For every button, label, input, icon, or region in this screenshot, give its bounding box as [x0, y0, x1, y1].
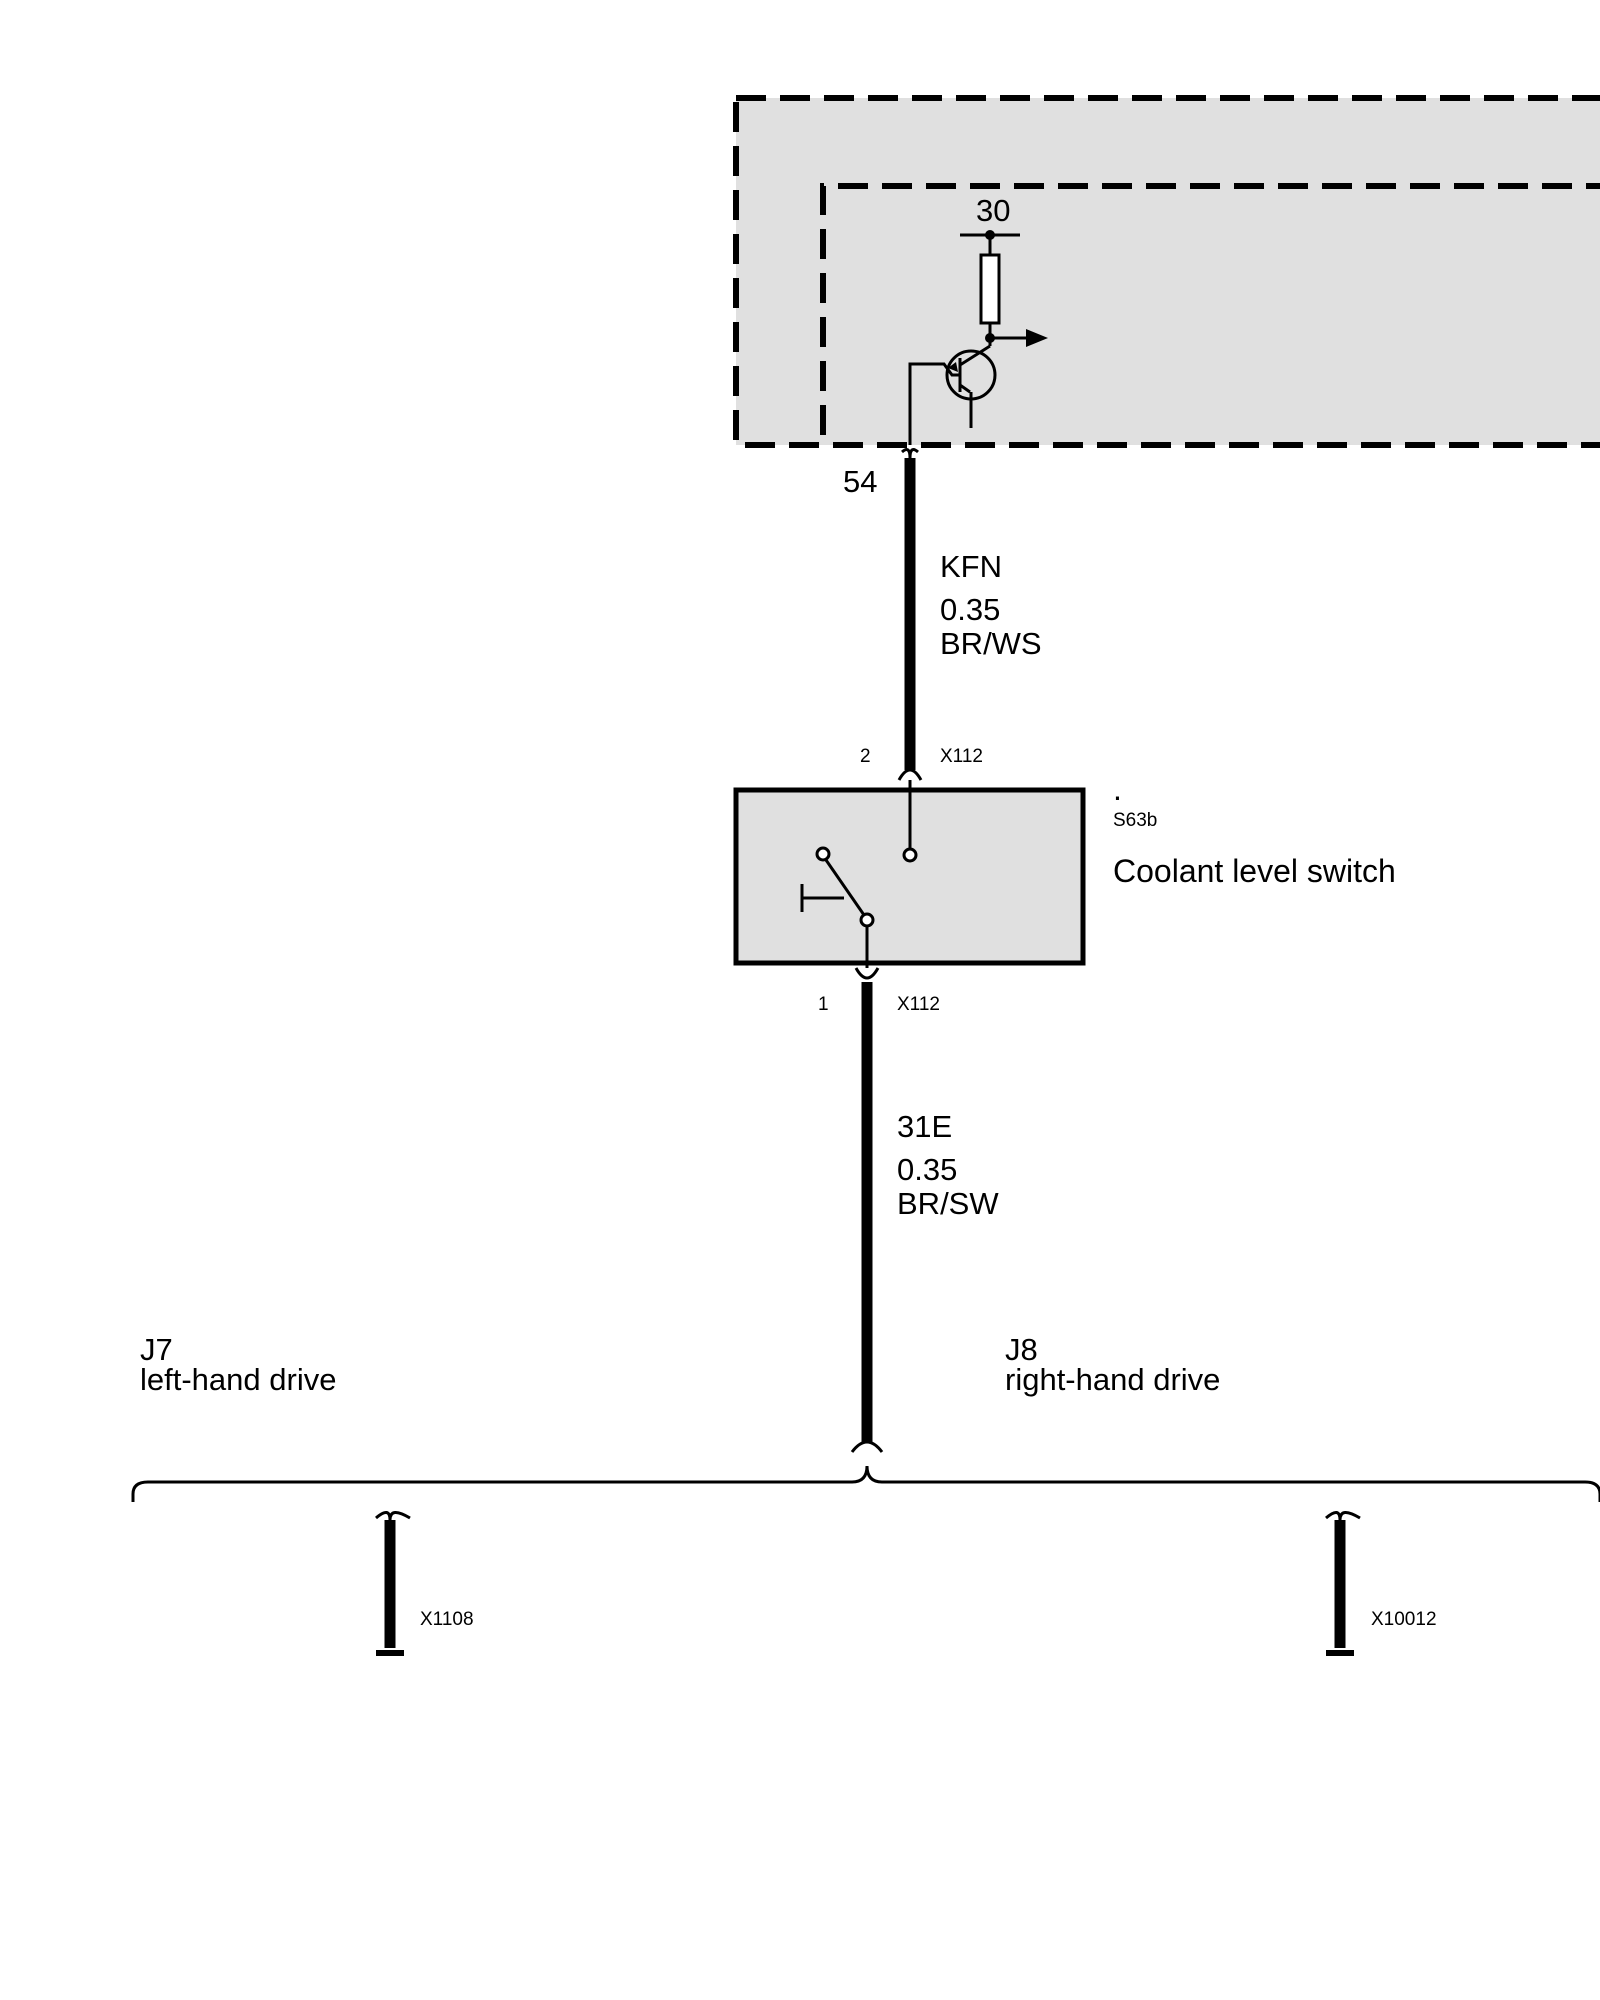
switch-id: S63b — [1113, 810, 1157, 831]
transistor-base-lead — [908, 362, 960, 445]
output-arrow-icon — [1026, 329, 1048, 347]
switch-dot: . — [1113, 771, 1122, 807]
connector-top: 2 X112 — [860, 746, 983, 781]
wire-lower-color: BR/SW — [897, 1186, 999, 1221]
terminal-30-label: 30 — [976, 193, 1010, 228]
control-unit-outer-housing — [733, 95, 1600, 448]
transistor-arrow-icon — [948, 362, 958, 372]
wire-lower-size: 0.35 — [897, 1152, 957, 1187]
pin-54-connector-symbol — [901, 448, 919, 459]
control-unit — [733, 95, 1600, 448]
ground-left: X1108 — [375, 1511, 474, 1656]
transistor-circuit: 30 — [908, 193, 1048, 445]
ground-left-name: X1108 — [420, 1609, 474, 1630]
wire-lower-name: 31E — [897, 1109, 952, 1144]
connector-bottom-pin: 1 — [818, 994, 829, 1015]
wire-31e-connector-symbol — [850, 1440, 884, 1453]
switch-contact-fixed — [902, 847, 918, 863]
connector-top-symbol — [897, 768, 923, 781]
wire-upper-name: KFN — [940, 549, 1002, 584]
variant-brace — [131, 1465, 1600, 1502]
transistor-emitter — [959, 383, 971, 394]
connector-bottom-name: X112 — [897, 994, 940, 1015]
wire-upper-size: 0.35 — [940, 592, 1000, 627]
variant-right-id: J8 — [1005, 1332, 1038, 1367]
pin-54-label: 54 — [843, 464, 877, 499]
ground-right: X10012 — [1325, 1511, 1437, 1656]
variant-labels: J7 left-hand drive J8 right-hand drive — [140, 1332, 1220, 1397]
switch-contact-pivot-bottom — [859, 912, 875, 928]
switch-blade — [824, 859, 866, 916]
ground-right-icon — [1326, 1650, 1354, 1656]
ground-left-icon — [376, 1650, 404, 1656]
switch-label: Coolant level switch — [1113, 853, 1396, 889]
ground-right-name: X10012 — [1371, 1609, 1437, 1630]
connector-top-pin: 2 — [860, 746, 871, 767]
wire-upper-color: BR/WS — [940, 626, 1042, 661]
variant-left-label: left-hand drive — [140, 1362, 336, 1397]
resistor-symbol — [979, 253, 1001, 325]
coolant-level-switch: . S63b Coolant level switch — [733, 771, 1396, 968]
variant-right-label: right-hand drive — [1005, 1362, 1220, 1397]
connector-bottom: 1 X112 — [818, 967, 940, 1015]
upper-wire: 54 KFN 0.35 BR/WS — [843, 448, 1042, 770]
control-unit-inner-housing — [820, 183, 1600, 445]
transistor-collector — [959, 344, 991, 367]
variant-left-id: J7 — [140, 1332, 173, 1367]
connector-top-name: X112 — [940, 746, 983, 767]
lower-wire: 31E 0.35 BR/SW — [850, 982, 999, 1453]
ground-left-connector-symbol — [375, 1511, 411, 1521]
switch-contact-pivot-top — [815, 846, 831, 862]
ground-right-connector-symbol — [1325, 1511, 1361, 1521]
connector-bottom-symbol — [854, 967, 880, 980]
